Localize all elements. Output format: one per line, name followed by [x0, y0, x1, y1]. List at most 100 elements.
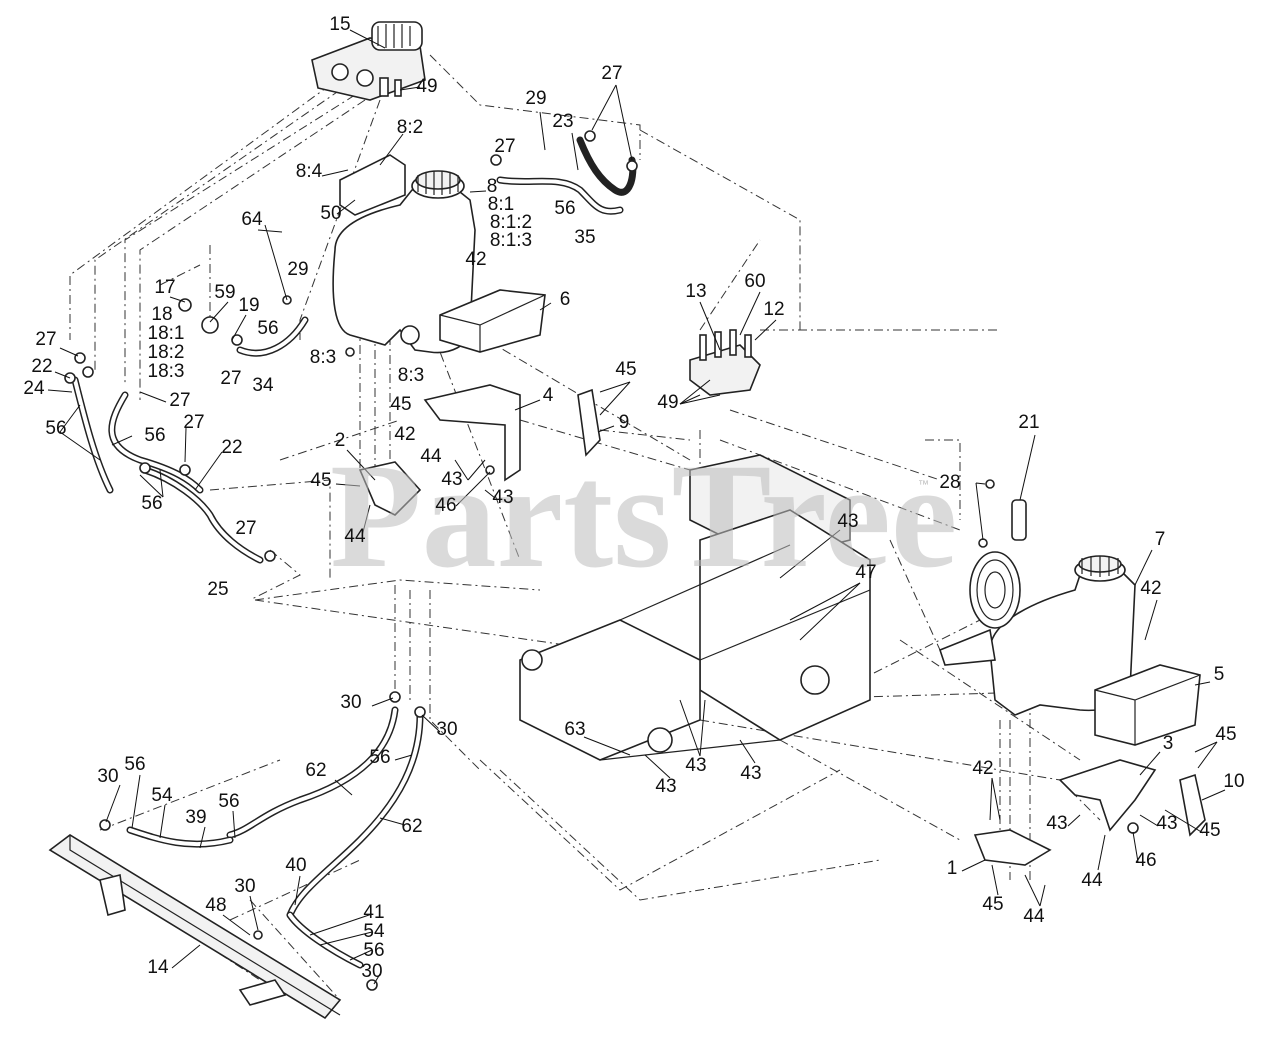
callout-label: 45: [390, 394, 411, 415]
callout-label: 60: [744, 271, 765, 292]
callout-label: 17: [154, 277, 175, 298]
callout-label: 22: [221, 437, 242, 458]
callout-label: 4: [543, 385, 554, 406]
callout-label: 29: [525, 88, 546, 109]
callout-label: 2: [335, 430, 346, 451]
callout-label: 18:1: [148, 323, 185, 344]
callout-label: 18:2: [148, 342, 185, 363]
callout-label: 46: [435, 495, 456, 516]
callout-label: 27: [220, 368, 241, 389]
callout-label: 8:3: [398, 365, 424, 386]
callout-label: 14: [147, 957, 169, 978]
callout-label: 45: [1199, 820, 1220, 841]
callout-label: 56: [369, 747, 390, 768]
callout-label: 44: [1081, 870, 1103, 891]
callout-label: 47: [855, 562, 876, 583]
callout-label: 56: [45, 418, 66, 439]
callout-label: 49: [657, 392, 678, 413]
callout-label: 5: [1214, 664, 1225, 685]
callout-label: 27: [494, 136, 515, 157]
callout-label: 48: [205, 895, 226, 916]
callout-label: 44: [420, 446, 442, 467]
callout-label: 62: [401, 816, 422, 837]
callout-label: 24: [23, 378, 45, 399]
callout-label: 18:3: [148, 361, 185, 382]
callout-label: 8:1:3: [490, 230, 532, 251]
callout-label: 30: [340, 692, 361, 713]
callout-label: 8:4: [296, 161, 323, 182]
callout-label: 43: [1156, 813, 1177, 834]
callout-label: 1: [947, 858, 958, 879]
tray-right: [1094, 664, 1201, 746]
callout-label: 50: [320, 203, 341, 224]
callout-label: 45: [310, 470, 331, 491]
callout-label: 25: [207, 579, 228, 600]
callout-label: 44: [1023, 906, 1045, 927]
callout-label: 21: [1018, 412, 1039, 433]
callout-label: 56: [218, 791, 239, 812]
callout-label: 35: [574, 227, 595, 248]
bracket-3: [1058, 759, 1157, 832]
callout-label: 29: [287, 259, 308, 280]
callout-label: 34: [252, 375, 274, 396]
callout-label: 43: [441, 469, 462, 490]
callout-label: 30: [361, 961, 382, 982]
callout-label: 45: [615, 359, 636, 380]
callout-label: 22: [31, 356, 52, 377]
callout-label: 27: [601, 63, 622, 84]
callout-label: 8:3: [310, 347, 336, 368]
callout-label: 8: [487, 176, 498, 197]
callout-label: 56: [363, 940, 384, 961]
callout-label: 43: [655, 776, 676, 797]
callout-label: 54: [363, 921, 385, 942]
watermark: PartsTree: [330, 433, 957, 599]
leader-lines: [47, 29, 1226, 985]
callout-label: 3: [1163, 733, 1174, 754]
callout-label: 45: [982, 894, 1003, 915]
callout-label: 43: [740, 763, 761, 784]
callout-label: 8:2: [397, 117, 423, 138]
watermark-trademark: ™: [918, 479, 929, 491]
callout-label: 18: [151, 304, 172, 325]
callout-label: 13: [685, 281, 706, 302]
callout-label: 27: [35, 329, 56, 350]
callout-label: 43: [837, 511, 858, 532]
callout-label: 30: [436, 719, 457, 740]
callout-label: 56: [554, 198, 575, 219]
pump-assembly: [311, 21, 426, 101]
tray-left: [439, 289, 546, 353]
callout-label: 15: [329, 14, 350, 35]
callout-label: 49: [416, 76, 437, 97]
callout-label: 28: [939, 472, 960, 493]
callout-label: 42: [1140, 578, 1161, 599]
callout-label: 44: [344, 526, 366, 547]
callout-label: 30: [97, 766, 118, 787]
callout-label: 42: [972, 758, 993, 779]
tank-right: [939, 499, 1136, 716]
callout-label: 27: [235, 518, 256, 539]
bracket-8-2: [339, 154, 406, 216]
callout-label: 43: [685, 755, 706, 776]
bracket-2: [358, 461, 422, 516]
callout-label: 43: [1046, 813, 1067, 834]
callout-label: 27: [183, 412, 204, 433]
tank-left: [332, 170, 476, 354]
callout-label: 56: [257, 318, 278, 339]
frame-chassis: [519, 454, 871, 761]
callout-label: 7: [1155, 529, 1166, 550]
callout-label: 46: [1135, 850, 1156, 871]
callout-label: 42: [465, 249, 486, 270]
callout-label: 10: [1223, 771, 1244, 792]
bracket-9: [577, 388, 601, 457]
callout-label: 59: [214, 282, 235, 303]
callout-label: 23: [552, 111, 573, 132]
callout-label: 56: [144, 425, 165, 446]
valve-manifold: [689, 329, 761, 396]
callout-label: 8:1: [488, 194, 514, 215]
callout-label: 19: [238, 295, 259, 316]
bracket-4: [423, 384, 521, 482]
callout-label: 54: [151, 785, 173, 806]
